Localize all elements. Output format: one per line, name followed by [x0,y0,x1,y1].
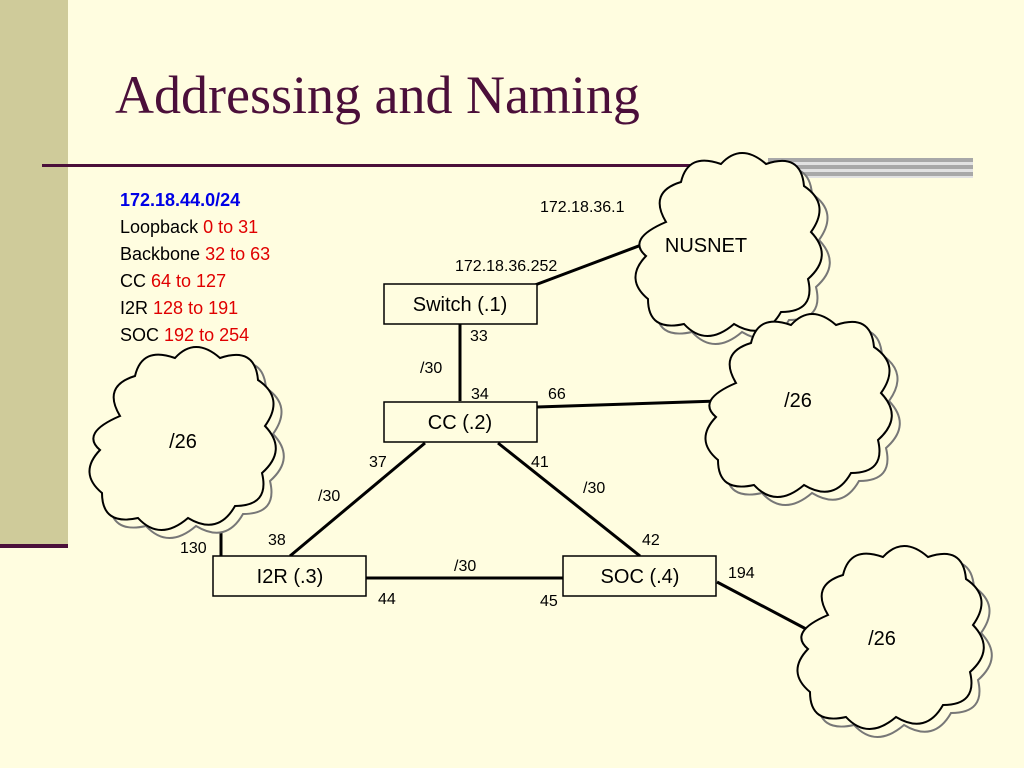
label-i2r-soc-i2r-end: 44 [378,591,396,608]
legend-range: 32 to 63 [205,244,271,264]
cloud-cc-subnet: /26 [704,313,901,506]
label-i2r-lan: 130 [180,540,207,557]
cloud-label: /26 [868,628,896,650]
cloud-soc-subnet: /26 [796,545,993,738]
legend-row-loopback: Loopback 0 to 31 [120,214,270,241]
link-cc-soc [497,441,641,558]
node-label: I2R (.3) [257,566,324,588]
legend-range: 128 to 191 [153,298,239,318]
label-i2r-soc-mask: /30 [454,558,476,575]
slide-title: Addressing and Naming [115,65,640,125]
legend-name: Backbone [120,244,201,264]
node-label: SOC (.4) [601,566,680,588]
legend-row-cc: CC 64 to 127 [120,268,270,295]
legend-range: 64 to 127 [151,271,227,291]
label-cc-soc-cc-end: 41 [531,454,549,471]
label-cc-lan: 66 [548,386,566,403]
link-cc-i2r [289,441,426,558]
legend-row-i2r: I2R 128 to 191 [120,295,270,322]
legend-row-backbone: Backbone 32 to 63 [120,241,270,268]
label-cc-i2r-i2r-end: 38 [268,532,286,549]
legend-range: 0 to 31 [203,217,259,237]
node-cc: CC (.2) [383,401,538,443]
legend-range: 192 to 254 [164,325,250,345]
label-nusnet-address: 172.18.36.1 [540,199,625,216]
legend-name: I2R [120,298,149,318]
cloud-label: NUSNET [665,235,747,257]
label-cc-soc-mask: /30 [583,480,605,497]
label-switch-cc-mask: /30 [420,360,442,377]
label-switch-cc-switch-end: 33 [470,328,488,345]
node-label: CC (.2) [428,412,492,434]
label-cc-i2r-mask: /30 [318,488,340,505]
legend-row-soc: SOC 192 to 254 [120,322,270,349]
label-soc-lan: 194 [728,565,755,582]
link-soc-lan [716,580,809,632]
cloud-label: /26 [784,390,812,412]
node-label: Switch (.1) [413,294,507,316]
title-rule [42,164,770,167]
label-i2r-soc-soc-end: 45 [540,593,558,610]
decorative-side-bar [0,0,68,548]
address-plan-legend: 172.18.44.0/24 Loopback 0 to 31 Backbone… [120,187,270,349]
node-switch: Switch (.1) [383,283,538,325]
legend-name: Loopback [120,217,199,237]
cloud-i2r-subnet: /26 [88,346,285,539]
legend-heading: 172.18.44.0/24 [120,190,241,210]
legend-name: CC [120,271,146,291]
label-cc-i2r-cc-end: 37 [369,454,387,471]
label-cc-soc-soc-end: 42 [642,532,660,549]
node-soc: SOC (.4) [562,555,717,597]
label-switch-uplink: 172.18.36.252 [455,258,557,275]
cloud-nusnet: NUSNET [634,152,831,345]
link-cc-lan [536,399,719,409]
title-rule-band [768,158,973,178]
legend-name: SOC [120,325,160,345]
label-switch-cc-cc-end: 34 [471,386,489,403]
cloud-label: /26 [169,431,197,453]
node-i2r: I2R (.3) [212,555,367,597]
side-bar-rule [0,544,68,548]
